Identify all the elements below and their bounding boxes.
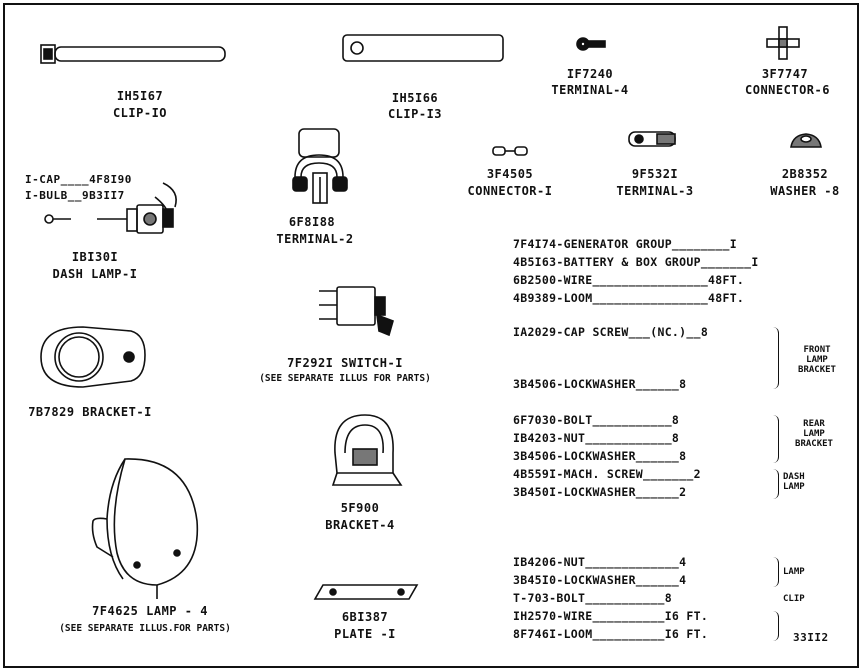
bracket-1-drawing — [40, 326, 146, 388]
list-row-lamp-lockwasher: 3B45I0-LOCKWASHER______4 — [513, 573, 687, 587]
washer-8-drawing — [790, 133, 822, 148]
switch-1-name: 7F292I SWITCH-I — [287, 356, 403, 370]
connector-6-name: CONNECTOR-6 — [745, 83, 830, 97]
terminal-2-number: 6F8I88 — [288, 215, 336, 229]
connector-6-drawing — [766, 26, 800, 60]
parts-sheet: IH5I67 CLIP-IO IH5I66 CLIP-I3 IF7240 TER… — [3, 3, 859, 668]
dash-lamp-label-2: LAMP — [783, 482, 805, 492]
terminal-2-drawing — [292, 128, 348, 204]
plate-1-name: PLATE -I — [334, 627, 396, 641]
list-row-lamp-nut: IB4206-NUT_____________4 — [513, 555, 687, 569]
lamp-4-note: (SEE SEPARATE ILLUS.FOR PARTS) — [59, 623, 231, 634]
clip-13-number: IH5I66 — [391, 91, 439, 105]
list-row-rear-lockwasher: 3B4506-LOCKWASHER______8 — [513, 449, 687, 463]
clip-group-label: CLIP — [783, 594, 805, 604]
list-row-dash-lockwasher: 3B450I-LOCKWASHER______2 — [513, 485, 687, 499]
terminal-4-drawing — [576, 37, 606, 51]
rear-lamp-bracket-label: REAR LAMP BRACKET — [781, 419, 847, 449]
connector-1-drawing — [492, 146, 528, 156]
list-row-front-lockwasher: 3B4506-LOCKWASHER______8 — [513, 377, 687, 391]
front-lamp-brace — [773, 327, 779, 389]
dash-lamp-label-1: DASH — [783, 472, 805, 482]
rear-lamp-label-2: LAMP — [803, 429, 825, 439]
front-lamp-label-2: LAMP — [806, 355, 828, 365]
dash-lamp-name: DASH LAMP-I — [52, 267, 138, 281]
rear-lamp-label-3: BRACKET — [795, 439, 833, 449]
clip-10-name: CLIP-IO — [112, 106, 168, 120]
switch-1-drawing — [319, 286, 394, 337]
plate-1-number: 6BI387 — [341, 610, 389, 624]
dash-lamp-group-label: DASH LAMP — [783, 472, 823, 492]
washer-8-number: 2B8352 — [781, 167, 829, 181]
front-lamp-label-3: BRACKET — [798, 365, 836, 375]
dash-lamp-bulb-label: I-BULB__9B3II7 — [25, 189, 125, 202]
list-row-clip-bolt: T-703-BOLT___________8 — [513, 591, 672, 605]
terminal-4-number: IF7240 — [566, 67, 614, 81]
washer-8-name: WASHER -8 — [770, 184, 840, 198]
clip-10-drawing — [40, 44, 226, 64]
dash-lamp-cap-label: I-CAP____4F8I90 — [25, 173, 132, 186]
front-lamp-label-1: FRONT — [803, 345, 831, 355]
terminal-3-number: 9F532I — [631, 167, 679, 181]
terminal-3-name: TERMINAL-3 — [616, 184, 694, 198]
dash-lamp-brace — [773, 469, 779, 499]
clip-13-name: CLIP-I3 — [387, 107, 443, 121]
rear-lamp-brace — [773, 415, 779, 463]
front-lamp-bracket-label: FRONT LAMP BRACKET — [785, 345, 849, 375]
bracket-4-name: BRACKET-4 — [325, 518, 395, 532]
list-row-wire: 6B2500-WIRE________________48FT. — [513, 273, 745, 287]
switch-1-note: (SEE SEPARATE ILLUS FOR PARTS) — [259, 373, 431, 384]
lamp-brace — [773, 557, 779, 587]
bracket-4-drawing — [331, 414, 403, 486]
terminal-4-name: TERMINAL-4 — [551, 83, 629, 97]
lamp-group-label: LAMP — [783, 567, 805, 577]
bracket-1-name: 7B7829 BRACKET-I — [28, 405, 152, 419]
dash-lamp-number: IBI30I — [71, 250, 119, 264]
connector-1-name: CONNECTOR-I — [467, 184, 553, 198]
figure-number: 33II2 — [793, 631, 829, 644]
plate-1-drawing — [313, 584, 419, 600]
list-row-wire-16: IH2570-WIRE__________I6 FT. — [513, 609, 709, 623]
connector-1-number: 3F4505 — [486, 167, 534, 181]
dash-lamp-drawing — [44, 182, 177, 234]
clip-13-drawing — [342, 34, 504, 62]
rear-lamp-label-1: REAR — [803, 419, 825, 429]
list-row-nut: IB4203-NUT____________8 — [513, 431, 680, 445]
terminal-3-drawing — [628, 131, 676, 147]
terminal-2-name: TERMINAL-2 — [276, 232, 354, 246]
clip-10-number: IH5I67 — [116, 89, 164, 103]
wires-brace — [773, 611, 779, 641]
connector-6-number: 3F7747 — [761, 67, 809, 81]
list-row-bolt: 6F7030-BOLT___________8 — [513, 413, 680, 427]
lamp-4-name: 7F4625 LAMP - 4 — [92, 604, 208, 618]
list-row-generator: 7F4I74-GENERATOR GROUP________I — [513, 237, 737, 251]
list-row-loom-16: 8F746I-LOOM__________I6 FT. — [513, 627, 709, 641]
list-row-loom: 4B9389-LOOM________________48FT. — [513, 291, 745, 305]
bracket-4-number: 5F900 — [340, 501, 380, 515]
list-row-cap-screw: IA2029-CAP SCREW___(NC.)__8 — [513, 325, 709, 339]
lamp-4-drawing — [91, 458, 199, 599]
list-row-mach-screw: 4B559I-MACH. SCREW_______2 — [513, 467, 701, 481]
list-row-battery: 4B5I63-BATTERY & BOX GROUP_______I — [513, 255, 759, 269]
